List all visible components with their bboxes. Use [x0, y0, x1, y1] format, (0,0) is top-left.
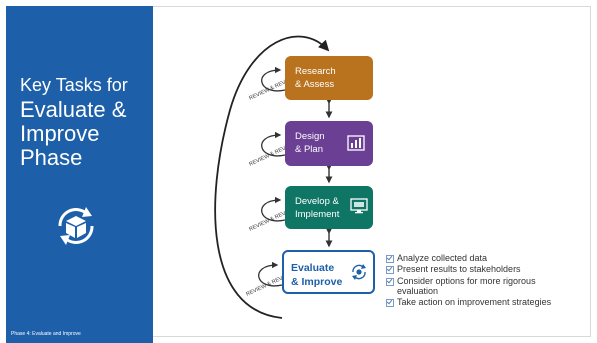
- title-panel: [6, 6, 153, 343]
- checklist-text-continued: evaluation: [397, 286, 439, 297]
- task-checklist: Analyze collected data Present results t…: [386, 253, 551, 309]
- step-develop-implement: Develop & Implement: [285, 186, 373, 229]
- checkbox-icon: [386, 255, 394, 263]
- checklist-text: Analyze collected data: [397, 253, 488, 263]
- step-research-assess: Research & Assess: [285, 56, 373, 100]
- step-evaluate-improve: Evaluate & Improve: [282, 250, 375, 294]
- step-develop-line1: Develop &: [295, 196, 339, 207]
- step-design-plan: Design & Plan: [285, 121, 373, 166]
- checklist-text: Take action on improvement strategies: [397, 297, 552, 308]
- cycle-box-icon: [58, 207, 94, 245]
- checklist-item: Take action on improvement strategies: [386, 297, 552, 308]
- revise-loop-4: [258, 261, 283, 287]
- outer-loop-arrow: [214, 35, 330, 319]
- checkbox-icon: [386, 277, 394, 286]
- checklist-item: Consider options for more rigorous evalu…: [386, 276, 551, 297]
- revise-loop-3: [261, 196, 286, 222]
- slide-footer: Phase 4: Evaluate and Improve: [11, 331, 81, 337]
- step-evaluate-line1: Evaluate: [291, 262, 335, 274]
- checkbox-icon: [386, 299, 394, 308]
- chart-icon: [347, 135, 365, 151]
- title-line-1: Key Tasks for: [20, 75, 128, 95]
- step-evaluate-line2: & Improve: [291, 276, 343, 289]
- step-design-line2: & Plan: [295, 143, 323, 155]
- checklist-text: Present results to stakeholders: [397, 264, 521, 275]
- revise-loop-1: [261, 66, 286, 92]
- title-line-2: Evaluate &: [20, 96, 127, 122]
- revise-loop-2: [261, 131, 286, 157]
- checklist-item: Present results to stakeholders: [386, 264, 551, 275]
- slide-title: Key Tasks for Evaluate & Improve Phase: [20, 75, 150, 171]
- gear-cycle-icon: [352, 264, 366, 280]
- step-research-line1: Research: [295, 66, 336, 77]
- step-design-line1: Design: [295, 131, 325, 142]
- checklist-item: Analyze collected data: [386, 253, 551, 263]
- checklist-text: Consider options for more rigorous: [397, 275, 536, 286]
- monitor-icon: [350, 198, 368, 214]
- checkbox-icon: [386, 266, 394, 275]
- title-line-4: Phase: [20, 145, 83, 171]
- title-line-3: Improve: [20, 120, 100, 146]
- step-develop-line2: Implement: [295, 208, 340, 220]
- step-research-line2: & Assess: [295, 78, 335, 90]
